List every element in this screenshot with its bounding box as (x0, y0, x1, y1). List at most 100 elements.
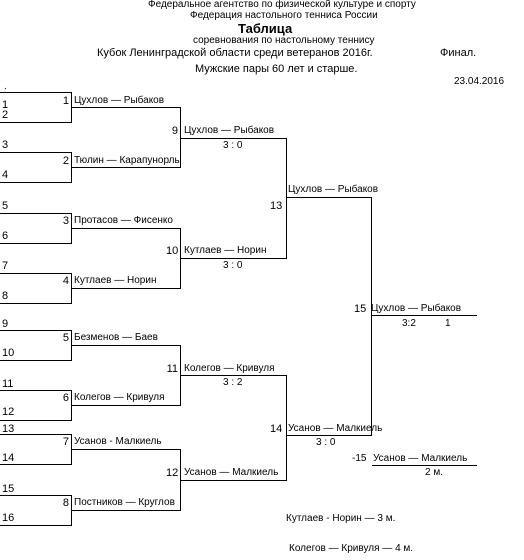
champion-pair: Цухлов — Рыбаков (371, 303, 462, 314)
bracket-line (180, 480, 286, 481)
category-label: Мужские пары 60 лет и старше. (195, 63, 358, 75)
pair-name: Колегов — Кривуля (74, 392, 165, 403)
bracket-line (0, 92, 72, 93)
bracket-line (180, 138, 286, 139)
bracket-line (0, 122, 72, 123)
champion-place: 1 (445, 318, 451, 329)
bracket-line (0, 495, 72, 496)
seed-number: 14 (2, 452, 15, 464)
bracket-line (71, 330, 72, 361)
match-number: 5 (62, 332, 69, 344)
seed-number: 13 (2, 423, 15, 435)
pair-name: Колегов — Кривуля (184, 363, 275, 374)
pair-name: Усанов — Малкиель (184, 467, 279, 478)
fourth-place: Колегов — Кривуля — 4 м. (289, 543, 414, 554)
runner-up-number: -15 (352, 453, 367, 464)
header-dot: . (4, 81, 7, 92)
bracket-line (71, 390, 72, 421)
bracket-line (286, 197, 372, 198)
bracket-line (72, 510, 180, 511)
bracket-line (71, 434, 72, 465)
match-number: 6 (62, 392, 69, 404)
match-score: 3 : 2 (223, 377, 243, 388)
bracket-line (286, 138, 287, 259)
seed-number: 11 (2, 378, 14, 390)
bracket-line (0, 420, 72, 421)
pair-name: Усанов — Малкиель (288, 423, 383, 434)
bracket-line (0, 273, 72, 274)
federation-title: Федерация настольного тенниса России (190, 10, 378, 21)
bracket-line (72, 345, 180, 346)
seed-number: 9 (2, 318, 9, 330)
final-score: 3:2 (402, 318, 416, 329)
bracket-line (72, 288, 180, 289)
stage-label: Финал. (440, 47, 477, 59)
match-score: 3 : 0 (316, 437, 336, 448)
pair-name: Протасов — Фисенко (74, 215, 173, 226)
seed-number: 12 (2, 406, 15, 418)
bracket-line (180, 375, 286, 376)
seed-number: 16 (2, 512, 15, 524)
bracket-line (72, 228, 180, 229)
runner-up-pair: Усанов — Малкиель (373, 453, 468, 464)
seed-number: 15 (2, 483, 15, 495)
pair-name: Тюлин — Карапунорлы (74, 155, 182, 166)
bracket-line (71, 495, 72, 526)
pair-name: Кутлаев — Норин (74, 275, 157, 286)
match-number: 7 (62, 436, 69, 448)
bracket-line (72, 167, 180, 168)
match-number: 8 (62, 497, 69, 509)
match-number: 14 (270, 423, 283, 435)
runner-up-place: 2 м. (425, 467, 443, 478)
seed-number: 1 (2, 99, 9, 111)
bracket-line (286, 435, 372, 436)
match-number: 9 (171, 125, 178, 137)
seed-number: 3 (2, 139, 9, 151)
match-number: 11 (166, 363, 178, 375)
bracket-line (0, 525, 72, 526)
bracket-line (0, 243, 72, 244)
seed-number: 10 (2, 347, 15, 359)
bracket-line (0, 182, 72, 183)
seed-number: 2 (2, 109, 9, 121)
bracket-line (71, 273, 72, 304)
match-score: 3 : 0 (223, 260, 243, 271)
bracket-line (71, 152, 72, 183)
cup-name: Кубок Ленинградской области среди ветера… (97, 47, 373, 59)
match-number: 10 (166, 245, 179, 257)
bracket-line (71, 92, 72, 123)
pair-name: Цухлов — Рыбаков (74, 95, 165, 106)
pair-name: Цухлов — Рыбаков (288, 184, 379, 195)
pair-name: Усанов - Малкиель (74, 436, 162, 447)
bracket-line (372, 465, 477, 466)
bracket-line (0, 434, 72, 435)
match-number: 2 (62, 155, 69, 167)
pair-name: Кутлаев — Норин (184, 245, 267, 256)
bracket-line (0, 303, 72, 304)
bracket-line (286, 375, 287, 481)
bracket-line (0, 152, 72, 153)
match-number: 12 (166, 467, 179, 479)
match-number: 13 (270, 200, 283, 212)
bracket-line (72, 449, 180, 450)
bracket-line (0, 213, 72, 214)
match-number: 1 (62, 95, 69, 107)
seed-number: 8 (2, 290, 9, 302)
bracket-line (371, 197, 372, 436)
pair-name: Цухлов — Рыбаков (184, 125, 275, 136)
bracket-line (0, 330, 72, 331)
pair-name: Безменов — Баев (74, 332, 158, 343)
bracket-line (371, 315, 477, 316)
bracket-line (0, 464, 72, 465)
third-place: Кутлаев - Норин — 3 м. (286, 513, 396, 524)
bracket-line (180, 107, 181, 168)
bracket-line (72, 107, 180, 108)
pair-name: Постников — Круглов (74, 497, 175, 508)
doc-subtitle: соревнования по настольному теннису (193, 35, 375, 46)
match-number: 4 (62, 275, 69, 287)
seed-number: 5 (2, 200, 9, 212)
bracket-line (71, 213, 72, 244)
bracket-line (0, 360, 72, 361)
match-number: 3 (62, 215, 69, 227)
bracket-line (72, 405, 180, 406)
